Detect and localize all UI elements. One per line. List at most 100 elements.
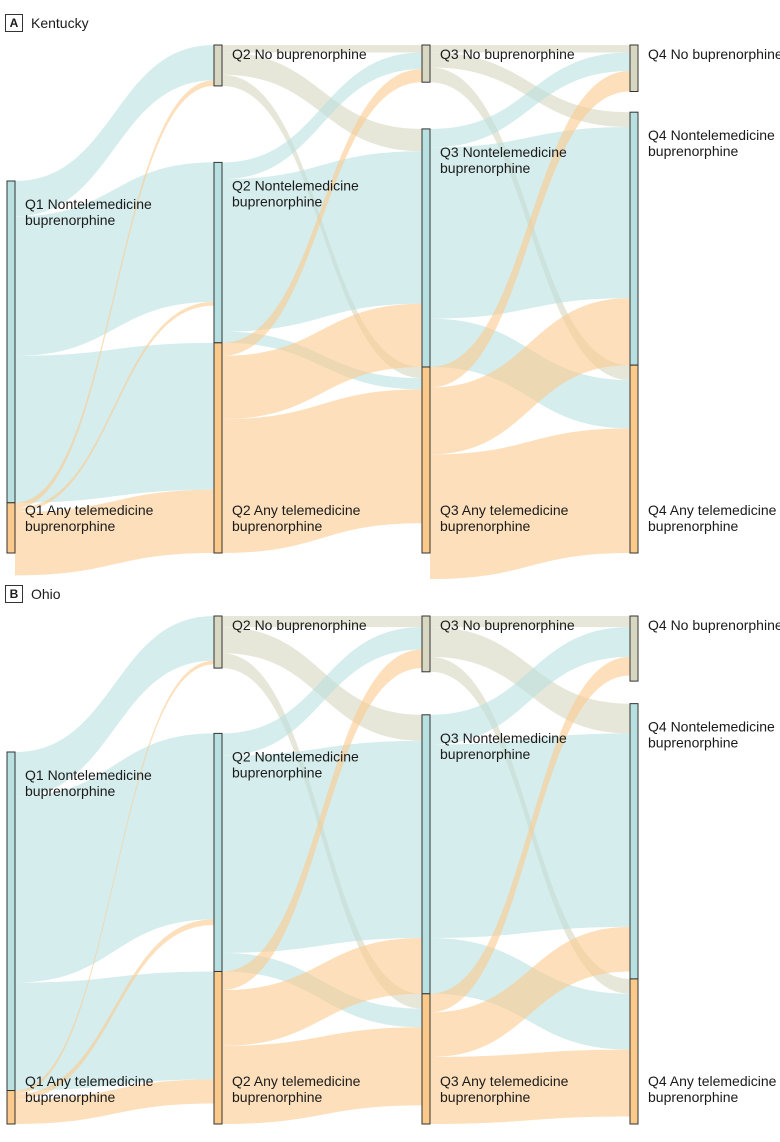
node-Q3-nontele [421,714,431,995]
label-Q3-tele-line-1: Q3 Any telemedicine [440,502,569,518]
flow-Q3-none-to-Q4-none [430,616,630,628]
label-Q4-tele-line-2: buprenorphine [648,1089,739,1105]
flow-Q2-nontele-to-Q3-none [222,52,422,180]
label-Q3-tele-line-1: Q3 Any telemedicine [440,1073,569,1089]
node-Q1-nontele [6,751,16,1092]
label-Q3-tele-line-2: buprenorphine [440,1089,531,1105]
flow-Q2-tele-to-Q3-tele [222,1027,422,1124]
nodes [6,44,639,554]
flow-Q2-tele-to-Q3-nontele [222,938,422,1046]
flow-Q1-nontele-to-Q2-nontele [15,162,214,356]
label-Q2-nontele-line-2: buprenorphine [232,193,323,209]
label-Q3-none-line-1: Q3 No buprenorphine [440,46,575,62]
node-Q4-none [629,44,639,92]
label-Q3-nontele-line-1: Q3 Nontelemedicine [440,144,567,160]
label-Q1-tele-line-1: Q1 Any telemedicine [25,1073,154,1089]
node-Q4-tele [629,364,639,554]
label-Q1-nontele-line-2: buprenorphine [25,212,116,228]
label-Q3-nontele-line-2: buprenorphine [440,160,531,176]
node-Q3-tele [421,366,431,554]
flow-Q2-tele-to-Q3-nontele [222,303,422,420]
panel-letter: B [5,585,23,603]
flow-Q1-tele-to-Q2-tele [15,489,214,576]
flow-Q2-none-to-Q3-none [222,45,422,53]
label-Q4-tele-line-1: Q4 Any telemedicine [648,1073,777,1089]
flow-Q1-tele-to-Q2-none [15,660,214,1095]
label-Q4-nontele-line-2: buprenorphine [648,735,739,751]
flow-Q2-nontele-to-Q3-none [222,627,422,756]
flow-Q3-tele-to-Q4-tele [430,428,630,580]
label-Q4-nontele-line-2: buprenorphine [648,143,739,159]
label-Q4-none-line-1: Q4 No buprenorphine [648,46,780,62]
node-Q4-nontele [629,703,639,980]
flow-Q3-nontele-to-Q4-none [430,52,630,148]
node-Q3-tele [421,993,431,1125]
flow-Q2-tele-to-Q3-tele [222,389,422,553]
node-Q2-none [213,44,223,87]
flow-Q3-nontele-to-Q4-none [430,627,630,745]
label-Q3-nontele-line-2: buprenorphine [440,746,531,762]
label-Q3-none-line-1: Q3 No buprenorphine [440,617,575,633]
flow-links [15,616,630,1124]
label-Q2-tele-line-1: Q2 Any telemedicine [232,1073,361,1089]
label-Q3-nontele-line-1: Q3 Nontelemedicine [440,730,567,746]
flow-Q3-tele-to-Q4-nontele [430,926,630,1058]
flow-Q2-none-to-Q3-nontele [222,52,422,152]
node-Q3-none [421,615,431,673]
label-Q4-nontele-line-1: Q4 Nontelemedicine [648,127,775,143]
flow-Q1-nontele-to-Q2-tele [15,342,214,503]
label-Q2-none-line-1: Q2 No buprenorphine [232,617,367,633]
label-Q2-nontele-line-1: Q2 Nontelemedicine [232,748,359,764]
flow-Q2-tele-to-Q3-none [222,69,422,356]
flow-Q3-tele-to-Q4-tele [430,1049,630,1124]
label-Q2-nontele-line-2: buprenorphine [232,764,323,780]
flow-Q2-none-to-Q3-none [222,616,422,628]
label-Q2-tele-line-2: buprenorphine [232,1089,323,1105]
node-Q2-tele [213,970,223,1125]
node-Q3-nontele [421,128,431,368]
flow-Q3-tele-to-Q4-nontele [430,298,630,455]
flow-Q1-tele-to-Q2-nontele [15,301,214,513]
label-Q2-nontele-line-1: Q2 Nontelemedicine [232,177,359,193]
node-Q3-none [421,44,431,83]
node-Q2-none [213,615,223,669]
label-Q1-tele-line-2: buprenorphine [25,518,116,534]
label-Q4-none-line-1: Q4 No buprenorphine [648,617,780,633]
label-Q1-nontele-line-1: Q1 Nontelemedicine [25,767,152,783]
nodes [6,615,639,1125]
node-Q1-tele [6,502,16,554]
label-Q2-none-line-1: Q2 No buprenorphine [232,46,367,62]
panel-letter: A [5,14,23,32]
node-Q1-tele [6,1090,16,1125]
panel-title: Kentucky [31,15,89,31]
flow-Q1-tele-to-Q2-tele [15,1079,214,1124]
flow-Q2-nontele-to-Q3-nontele [222,151,422,332]
label-Q4-tele-line-1: Q4 Any telemedicine [648,502,777,518]
label-Q2-tele-line-1: Q2 Any telemedicine [232,502,361,518]
node-Q1-nontele [6,180,16,504]
label-Q3-tele-line-2: buprenorphine [440,518,531,534]
node-Q2-nontele [213,161,223,344]
label-Q1-tele-line-1: Q1 Any telemedicine [25,502,154,518]
label-Q4-nontele-line-1: Q4 Nontelemedicine [648,719,775,735]
flow-Q1-nontele-to-Q2-none [15,45,214,217]
flow-Q3-none-to-Q4-none [430,45,630,53]
flow-Q1-tele-to-Q2-none [15,80,214,509]
label-Q2-tele-line-2: buprenorphine [232,518,323,534]
flow-links [15,45,630,580]
node-Q2-tele [213,342,223,554]
label-Q1-nontele-line-1: Q1 Nontelemedicine [25,196,152,212]
flow-Q1-nontele-to-Q2-none [15,616,214,797]
label-Q1-tele-line-2: buprenorphine [25,1089,116,1105]
panel-header: A Kentucky [5,12,89,34]
flow-Q2-nontele-to-Q3-nontele [222,740,422,953]
flow-Q1-nontele-to-Q2-tele [15,971,214,1091]
panel-title: Ohio [31,586,61,602]
panel-header: B Ohio [5,583,61,605]
